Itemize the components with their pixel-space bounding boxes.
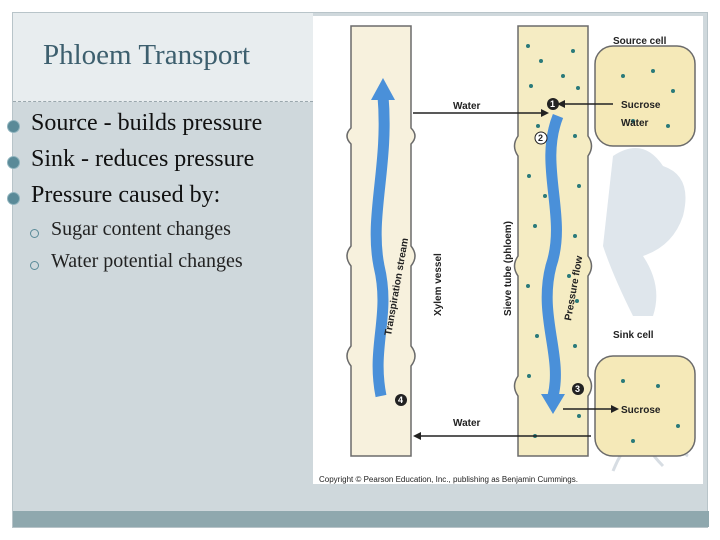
bullet-dot-icon xyxy=(7,156,20,169)
sink-cell-label: Sink cell xyxy=(613,330,654,341)
title-area: Phloem Transport xyxy=(13,13,313,102)
sub-bullet-ring-icon xyxy=(30,261,39,270)
sub-bullet-text: Sugar content changes xyxy=(51,218,231,241)
step-1-number: 1 xyxy=(550,99,555,109)
bullet-item: Pressure caused by: xyxy=(13,182,323,218)
sub-bullet-item: Sugar content changes xyxy=(13,218,323,250)
water-top-label: Water xyxy=(453,101,481,112)
bullet-text: Pressure caused by: xyxy=(31,182,220,209)
footer-bar xyxy=(13,511,709,527)
sieve-tube-label: Sieve tube (phloem) xyxy=(503,221,514,316)
slide-title: Phloem Transport xyxy=(43,39,250,72)
xylem-vessel-label: Xylem vessel xyxy=(433,253,444,316)
sub-bullet-text: Water potential changes xyxy=(51,250,243,273)
step-4-number: 4 xyxy=(398,395,403,405)
bullet-item: Source - builds pressure xyxy=(13,110,323,146)
phloem-diagram: Source cell Sucrose Water Water Sink cel… xyxy=(313,16,703,484)
source-cell-label: Source cell xyxy=(613,36,667,47)
sub-bullet-item: Water potential changes xyxy=(13,250,323,282)
sub-bullet-ring-icon xyxy=(30,229,39,238)
water-right-label: Water xyxy=(621,118,649,129)
water-bottom-label: Water xyxy=(453,418,481,429)
source-cell xyxy=(595,46,695,146)
bullet-text: Source - builds pressure xyxy=(31,110,262,137)
step-3-number: 3 xyxy=(575,384,580,394)
step-2-number: 2 xyxy=(538,133,543,143)
sucrose-bottom-label: Sucrose xyxy=(621,405,661,416)
slide: Phloem Transport Source - builds pressur… xyxy=(12,12,708,528)
sucrose-top-label: Sucrose xyxy=(621,100,661,111)
bullet-list: Source - builds pressure Sink - reduces … xyxy=(13,110,323,282)
bullet-text: Sink - reduces pressure xyxy=(31,146,254,173)
bullet-dot-icon xyxy=(7,192,20,205)
bullet-item: Sink - reduces pressure xyxy=(13,146,323,182)
bullet-dot-icon xyxy=(7,120,20,133)
diagram-svg: Source cell Sucrose Water Water Sink cel… xyxy=(313,16,703,484)
copyright-text: Copyright © Pearson Education, Inc., pub… xyxy=(319,475,578,484)
